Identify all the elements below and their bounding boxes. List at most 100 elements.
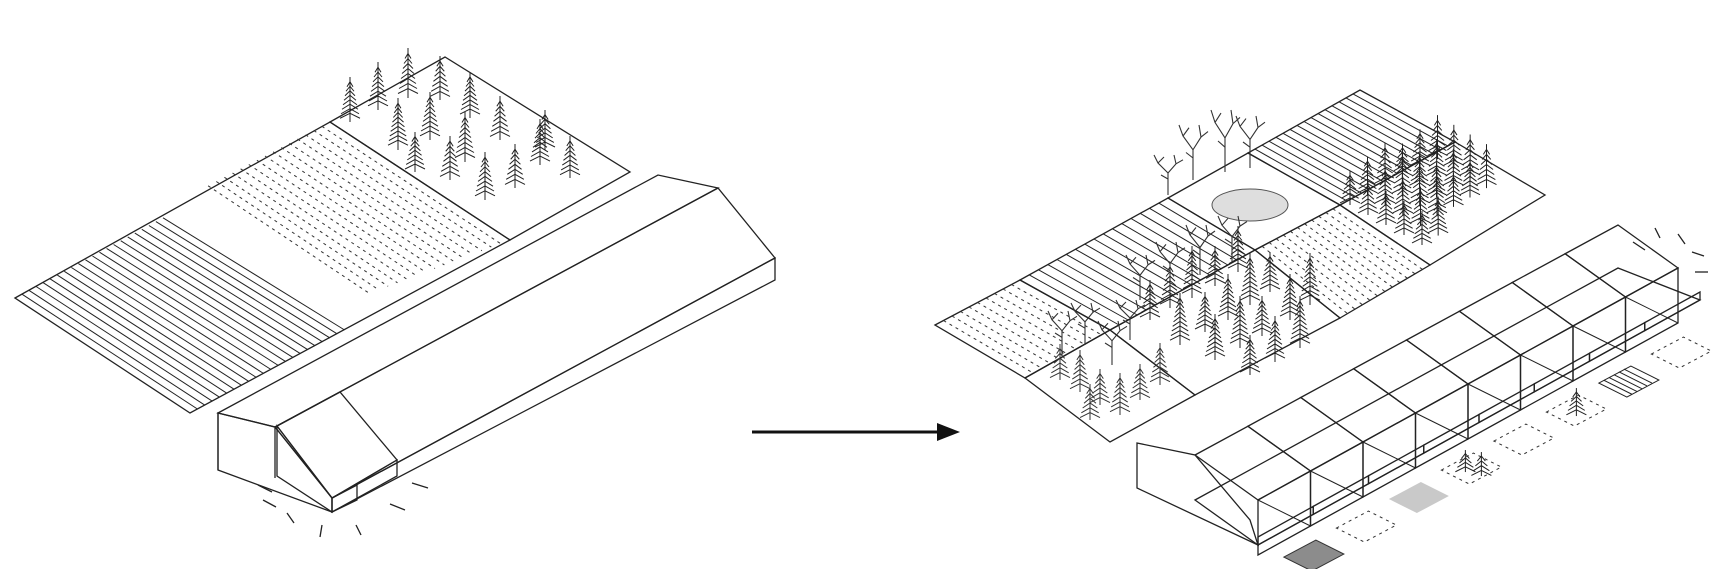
furrow: [71, 267, 250, 382]
furrow: [1352, 93, 1449, 147]
seedling-row: [272, 151, 445, 266]
arrow-right-icon: [752, 423, 960, 441]
seedling-row: [1002, 288, 1094, 341]
seedling-row: [1282, 234, 1371, 301]
furrow: [1261, 144, 1355, 198]
furrow: [1130, 218, 1220, 271]
unit-brace: [1257, 499, 1311, 527]
dashed-tile: [1335, 510, 1398, 543]
highlighted-module-front: [331, 483, 358, 514]
furrow: [1047, 264, 1138, 316]
forest-ground: [328, 56, 632, 241]
conifer-tree-icon: [1392, 176, 1414, 216]
stripe: [1608, 377, 1638, 392]
bare-tree-icon: [1125, 254, 1156, 300]
seedling-row: [248, 164, 417, 277]
conifer-tree-icon: [529, 119, 551, 165]
bare-tree-icon: [1153, 154, 1184, 195]
highlighted-module-roof: [276, 391, 398, 499]
conifer-tree-icon: [1259, 252, 1281, 292]
stripe: [1613, 374, 1643, 390]
unit-roof: [1511, 252, 1627, 327]
greenhouse-gable-left: [217, 412, 398, 513]
greenhouse-unit: [1299, 367, 1449, 514]
striped-tile: [1597, 365, 1660, 398]
furrow: [28, 289, 205, 406]
seedling-row: [1261, 245, 1348, 314]
conifer-tree-icon: [459, 72, 481, 118]
unit-plinth: [1588, 321, 1646, 363]
seedling-row: [1318, 215, 1408, 279]
greenhouse-unit: [1458, 281, 1608, 427]
furrow: [141, 228, 323, 343]
greenhouse-unit: [1352, 339, 1503, 485]
conifer-tree-icon: [1409, 162, 1430, 207]
seedling-row: [985, 297, 1077, 350]
furrow: [1254, 148, 1348, 202]
dotted-tile: [1492, 423, 1555, 456]
conifer-tree-icon: [489, 96, 511, 140]
conifer-tree-icon: [1411, 211, 1433, 245]
furrow: [1140, 212, 1229, 266]
furrow: [113, 244, 294, 359]
conifer-tree-icon: [1204, 246, 1226, 286]
seedling-row: [943, 320, 1034, 374]
bare-tree-icon: [1178, 124, 1209, 180]
conifer-tree-icon: [559, 136, 581, 178]
furrow: [1345, 97, 1441, 151]
conifer-tree-icon: [1289, 296, 1311, 348]
conifer-tree-icon: [1069, 350, 1091, 392]
conifer-parcel-back: [1338, 141, 1547, 266]
furrow: [1268, 140, 1362, 194]
conifer-tree-icon: [1129, 364, 1151, 400]
seedling-row: [305, 134, 483, 252]
conifer-tree-icon: [1264, 316, 1286, 362]
conifer-tree-icon: [1239, 253, 1261, 305]
conifer-trees: [1049, 115, 1497, 420]
furrow: [1075, 248, 1165, 301]
furrow: [1296, 124, 1391, 178]
field-outline: [13, 121, 512, 414]
conifer-tree-icon: [1427, 115, 1448, 160]
furrow: [21, 293, 198, 410]
after-scene: [933, 89, 1713, 569]
conifer-tree-icon: [339, 77, 361, 122]
furrow: [162, 217, 345, 331]
unit-roof: [1405, 310, 1522, 385]
field-parcel: [13, 121, 512, 414]
bare-tree-icon: [1115, 299, 1146, 340]
conifer-tree-icon: [367, 62, 389, 110]
unit-brace: [1467, 383, 1521, 411]
conifer-tree-icon: [1227, 226, 1249, 272]
furrow: [1324, 109, 1420, 163]
furrow: [127, 236, 309, 351]
seedling-row: [1304, 223, 1393, 288]
light-tile: [1388, 482, 1449, 514]
bare-tree-icon: [1235, 115, 1266, 168]
furrow: [1038, 269, 1129, 321]
unit-plinth: [1423, 413, 1480, 455]
seedling-row: [207, 185, 370, 294]
conifer-tree-icon: [1149, 343, 1171, 385]
greenhouse-front-wall: [331, 256, 776, 514]
furrow: [1121, 223, 1210, 276]
radiating-lines-icon: [257, 482, 429, 538]
bare-tree-icon: [1210, 109, 1241, 172]
unit-strip-floor: [1193, 267, 1702, 546]
bare-tree-icon: [1217, 215, 1248, 262]
conifer-tree-icon: [1471, 452, 1492, 477]
seedling-row: [264, 155, 436, 269]
furrow: [1338, 101, 1434, 155]
unit-brace: [1625, 296, 1679, 324]
unit-roof: [1458, 281, 1575, 356]
conifer-tree-icon: [1239, 335, 1261, 375]
ploughed-rows: [21, 217, 345, 410]
furrow: [1029, 274, 1120, 326]
furrow: [134, 232, 316, 347]
furrow: [85, 259, 264, 374]
conifer-tree-icon: [1455, 450, 1476, 473]
seedling-row: [232, 172, 398, 284]
furrow: [1331, 105, 1427, 159]
furrow: [106, 247, 286, 363]
forest-parcel: [328, 48, 632, 241]
